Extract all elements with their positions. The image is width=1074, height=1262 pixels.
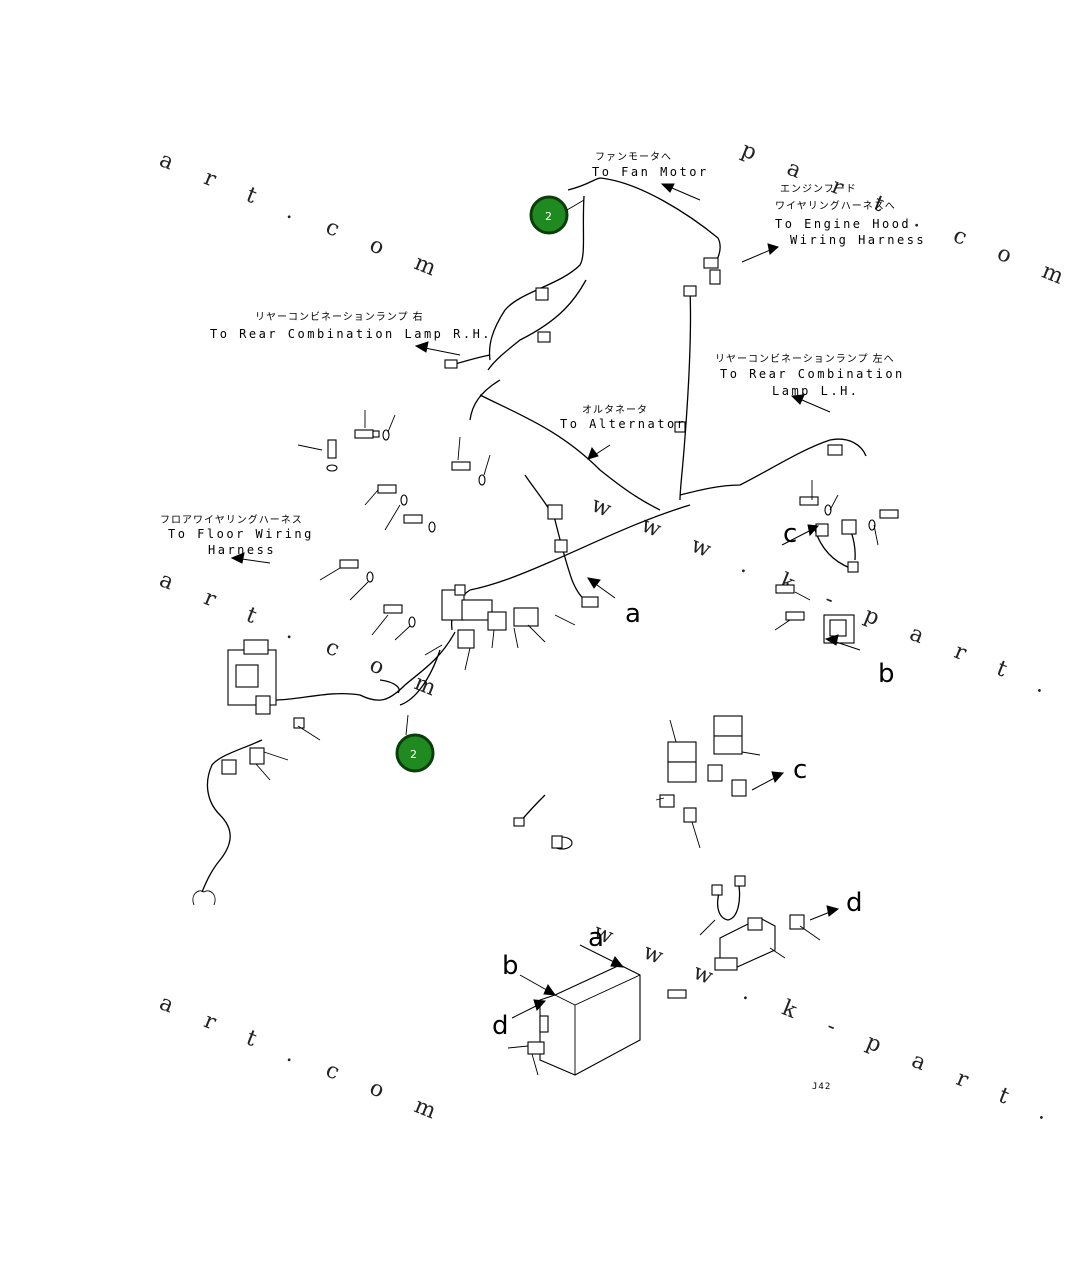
ref-letter-b-lower: b [502, 951, 519, 981]
label-floor-2: Harness [208, 543, 276, 557]
bolts [326, 429, 899, 999]
badge-bottom[interactable]: 2 [395, 733, 435, 773]
ref-letter-d-lower: d [492, 1011, 509, 1041]
ref-letter-a-lower: a [588, 923, 604, 953]
label-floor-jp: フロアワイヤリングハーネス [160, 513, 303, 526]
badge-bottom-text: 2 [410, 748, 417, 761]
label-fan-motor-jp: ファンモータへ [595, 151, 672, 163]
label-engine-hood-jp2: ワイヤリングハーネスへ [775, 199, 896, 212]
ref-letter-c-upper: c [783, 519, 797, 549]
label-rear-lamp-lh-1: To Rear Combination [720, 367, 905, 381]
leader-lines [255, 410, 879, 1076]
reference-letters: a b c c d a b d [492, 519, 895, 1041]
relays-c [659, 715, 747, 823]
sensor-right [815, 519, 859, 644]
badge-top[interactable]: 2 [529, 195, 569, 235]
connector-cluster [441, 504, 599, 649]
watermark-art-3: a r t . c o m [156, 990, 453, 1129]
small-cable [513, 794, 573, 850]
arrows [230, 183, 861, 1019]
label-rear-lamp-lh-2: Lamp L.H. [772, 384, 860, 398]
battery-bracket [527, 875, 805, 1076]
badge-top-text: 2 [545, 210, 552, 223]
watermark-art-2: a r t . c o m [156, 567, 453, 706]
ref-letter-b: b [878, 659, 895, 689]
watermark-kpart-2: w w w . k - p a r t . c o m [590, 919, 1074, 1187]
label-rear-lamp-rh: To Rear Combination Lamp R.H. [210, 327, 492, 341]
label-engine-hood-2: Wiring Harness [790, 233, 926, 247]
label-engine-hood-1: To Engine Hood [775, 217, 911, 231]
ref-letter-c-lower: c [793, 755, 807, 785]
callout-labels: ファンモータへ To Fan Motor エンジンフード ワイヤリングハーネスへ… [160, 151, 926, 557]
label-rear-lamp-lh-jp: リヤーコンビネーションランプ 左へ [715, 352, 895, 365]
watermark-art-1: a r t . c o m [156, 147, 453, 286]
relay-box-left [192, 639, 305, 906]
drawing-code: J42 [812, 1082, 831, 1092]
label-alternator: To Alternator [560, 417, 686, 431]
label-engine-hood-jp1: エンジンフード [780, 184, 857, 195]
label-fan-motor: To Fan Motor [592, 165, 709, 179]
label-floor-1: To Floor Wiring [168, 527, 314, 541]
ref-letter-a: a [625, 599, 641, 629]
label-alternator-jp: オルタネータ [582, 404, 648, 416]
label-rear-lamp-rh-jp: リヤーコンビネーションランプ 右 [255, 310, 424, 323]
ref-letter-d-right: d [846, 888, 863, 918]
connectors-upper [444, 257, 843, 456]
